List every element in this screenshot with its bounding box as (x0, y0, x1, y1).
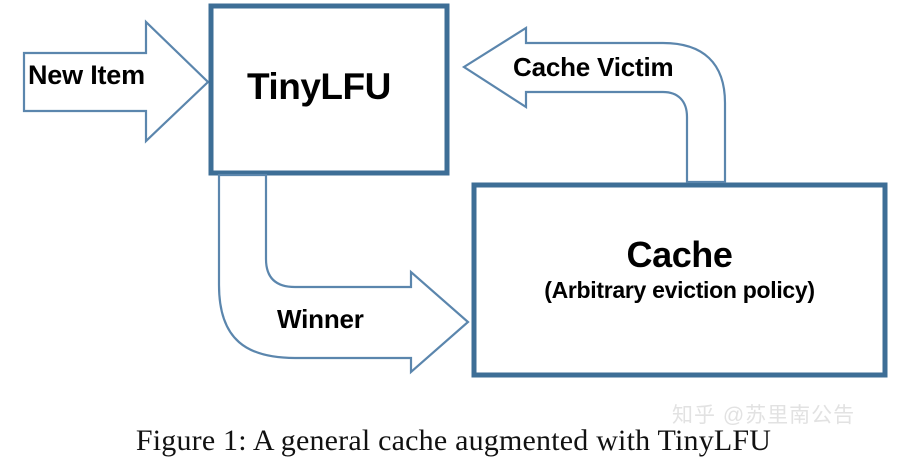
new-item-label: New Item (28, 60, 145, 90)
watermark: 知乎 @苏里南公告 (672, 404, 856, 427)
cache-victim-label: Cache Victim (513, 52, 674, 82)
tinylfu-box (208, 3, 450, 176)
tinylfu-label: TinyLFU (247, 66, 391, 107)
cache-subtitle-label: (Arbitrary eviction policy) (544, 276, 815, 303)
figure-caption: Figure 1: A general cache augmented with… (135, 424, 772, 457)
winner-label: Winner (277, 304, 364, 334)
cache-box (471, 182, 888, 378)
diagram-svg (22, 3, 888, 378)
winner-arrow-shape (217, 173, 470, 375)
cache-label-block: Cache (Arbitrary eviction policy) (474, 236, 885, 304)
new-item-arrow-shape (22, 19, 210, 144)
cache-victim-arrow-shape (461, 26, 727, 184)
cache-title-label: Cache (626, 234, 733, 275)
